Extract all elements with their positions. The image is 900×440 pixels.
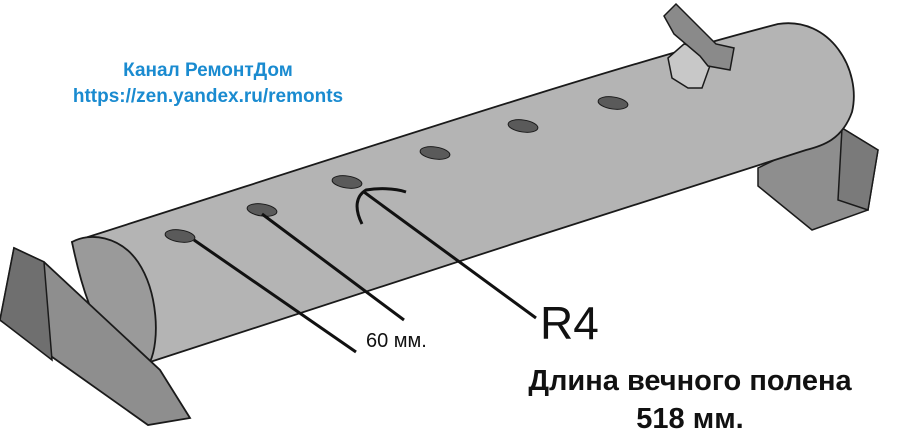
burner-hole xyxy=(419,146,451,160)
length-caption-value: 518 мм. xyxy=(636,403,744,435)
left-support xyxy=(0,246,192,426)
channel-name: Канал РемонтДом xyxy=(123,60,293,81)
pipe xyxy=(70,22,855,364)
burner-hole xyxy=(597,96,629,110)
channel-url: https://zen.yandex.ru/remonts xyxy=(72,86,344,107)
hole-radius-label: R4 xyxy=(540,297,599,349)
burner-holes xyxy=(164,96,629,243)
radius-leader xyxy=(355,187,537,320)
burner-hole xyxy=(507,119,539,133)
channel-watermark: Канал РемонтДом https://zen.yandex.ru/re… xyxy=(18,58,398,110)
dimension-lines xyxy=(193,212,405,354)
burner-hole xyxy=(164,229,196,243)
hole-spacing-label: 60 мм. xyxy=(366,330,427,352)
right-support xyxy=(757,126,879,231)
length-caption: Длина вечного полена 518 мм. xyxy=(480,362,900,438)
length-caption-title: Длина вечного полена xyxy=(528,365,852,397)
valve-icon xyxy=(663,2,735,89)
burner-hole xyxy=(246,203,278,217)
burner-hole xyxy=(331,175,363,189)
